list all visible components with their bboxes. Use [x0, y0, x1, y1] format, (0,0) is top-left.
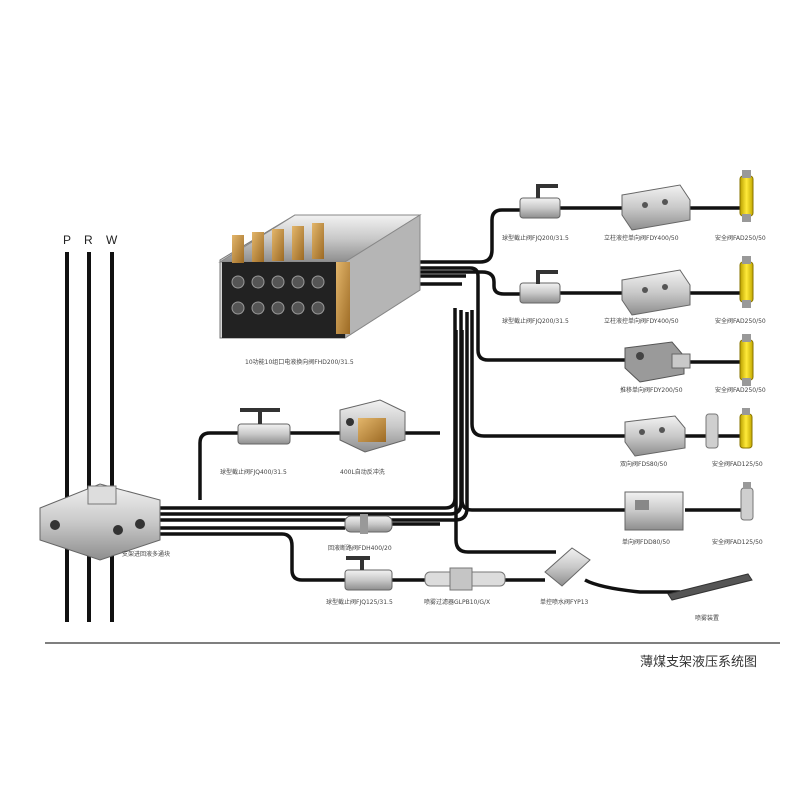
label-nozzle: 喷雾装置 [695, 614, 719, 622]
spray-filter [424, 567, 506, 591]
label-safety3: 安全阀FAD250/50 [715, 386, 766, 394]
label-safety1: 安全阀FAD250/50 [715, 234, 766, 242]
label-single-check: 单向阀FDD80/50 [622, 538, 670, 546]
ball-valve-top2 [519, 270, 561, 304]
dual-check-valve [624, 415, 686, 457]
label-check-mid: 推移单向阀FDY200/50 [620, 386, 683, 394]
ball-valve-top1 [519, 184, 561, 219]
label-ball-top1: 球型截止阀FJQ200/31.5 [502, 234, 569, 242]
label-check-top1: 立柱液控单向阀FDY400/50 [604, 234, 679, 242]
safety-valve-2 [739, 256, 754, 308]
pipe-spray-nozzle [584, 578, 680, 594]
diagram-title: 薄煤支架液压系统图 [640, 655, 757, 670]
label-safety4: 安全阀FAD125/50 [712, 460, 763, 468]
safety-valve-5 [740, 482, 754, 521]
safety-valve-4 [705, 408, 753, 449]
bus-lines [65, 252, 114, 622]
label-check-top2: 立柱液控单向阀FDY400/50 [604, 317, 679, 325]
label-safety5: 安全阀FAD125/50 [712, 538, 763, 546]
label-auto-flush: 400L自动反冲洗 [340, 468, 385, 476]
bus-label-w: W [106, 233, 118, 247]
label-manifold: 支架进回液多通块 [122, 550, 170, 558]
check-valve-top2 [621, 269, 691, 316]
single-check-valve [624, 491, 684, 531]
safety-valve-1 [739, 170, 754, 222]
pipe-manifold-trunk-2 [150, 310, 463, 516]
pipe-left-ball [198, 431, 238, 500]
auto-flush-unit [339, 399, 406, 453]
label-main-valve: 10功能10组口电液换向阀FHD200/31.5 [245, 358, 354, 366]
label-safety2: 安全阀FAD250/50 [715, 317, 766, 325]
pipe-to-spray-valve [454, 330, 556, 554]
safety-valve-3 [739, 334, 754, 386]
label-ball-top2: 球型截止阀FJQ200/31.5 [502, 317, 569, 325]
main-valve-bank [218, 214, 422, 339]
label-dual-check: 双向阀FDS80/50 [620, 460, 667, 468]
spray-nozzle [667, 573, 753, 601]
label-ball-left: 球型截止阀FJQ400/31.5 [220, 468, 287, 476]
label-ball-bottom: 球型截止阀FJQ125/31.5 [326, 598, 393, 606]
check-valve-top1 [621, 184, 691, 231]
spray-valve [544, 547, 591, 587]
pipe-manifold-trunk-3 [150, 312, 469, 522]
ball-valve-left [237, 408, 291, 445]
label-return-check: 回液断路阀FDH400/20 [328, 544, 392, 552]
pipe-branch-top1 [420, 208, 520, 264]
return-check-valve [344, 514, 393, 534]
label-filter: 喷雾过滤器GLPB10/G/X [424, 598, 490, 606]
pipe-trunk-main-1 [408, 266, 480, 300]
pipe-branch-dual [470, 310, 625, 438]
label-spray-valve: 单控喷水阀FYP13 [540, 598, 589, 606]
bus-label-r: R [84, 233, 93, 247]
pipe-bottom [150, 532, 345, 582]
manifold-block [39, 483, 161, 561]
check-valve-mid [624, 341, 691, 383]
bus-label-p: P [63, 233, 71, 247]
pipe-network [150, 206, 745, 594]
pipe-branch-mid [476, 300, 625, 362]
pipe-branch-single [460, 330, 625, 512]
ball-valve-bottom [344, 556, 393, 591]
pipe-branch-top2 [420, 270, 520, 296]
